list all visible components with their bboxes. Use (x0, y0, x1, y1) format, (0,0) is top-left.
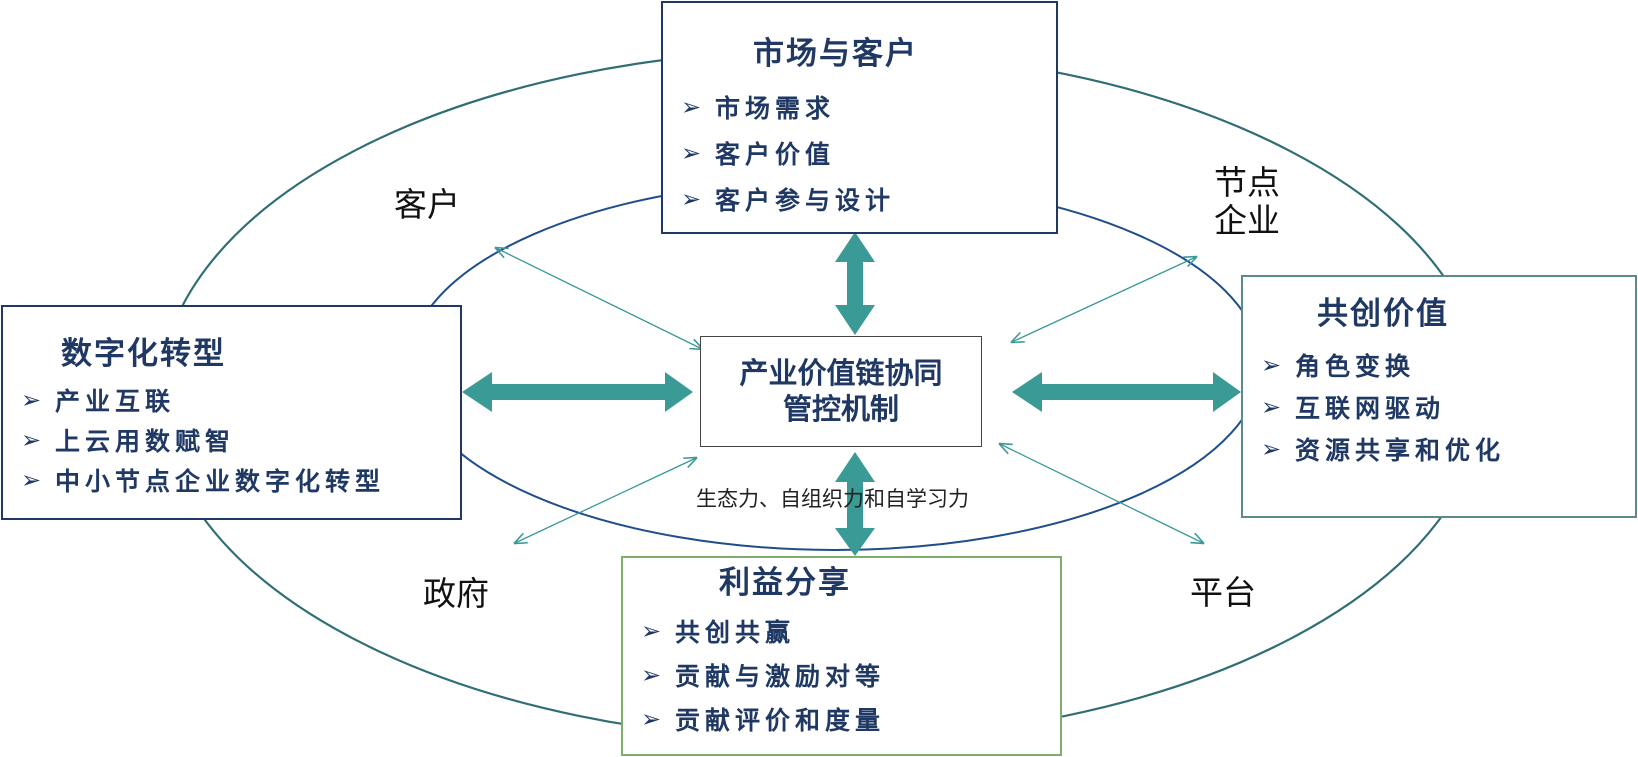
bullet-arrow-icon: ➢ (1261, 393, 1287, 421)
box-market-customer-list: ➢市场需求 ➢客户价值 ➢客户参与设计 (681, 84, 1056, 222)
thin-arrow-bottom-right (1000, 444, 1203, 543)
bullet-arrow-icon: ➢ (641, 705, 667, 733)
arrow-bottom-vertical (835, 452, 875, 556)
list-item: ➢贡献与激励对等 (641, 661, 886, 691)
label-customer: 客户 (394, 185, 460, 224)
arrow-left-horizontal (462, 372, 693, 412)
list-item: ➢中小节点企业数字化转型 (21, 466, 386, 496)
list-item: ➢资源共享和优化 (1261, 435, 1506, 465)
list-item: ➢客户价值 (681, 139, 836, 169)
label-node-enterprise-line-2: 企业 (1214, 200, 1280, 240)
center-title-line-1: 产业价值链协同 (739, 356, 943, 391)
thin-arrow-top-right (1012, 257, 1196, 342)
bullet-arrow-icon: ➢ (681, 139, 707, 167)
box-market-customer: 市场与客户 ➢市场需求 ➢客户价值 ➢客户参与设计 (661, 1, 1058, 234)
list-item: ➢上云用数赋智 (21, 426, 236, 456)
bullet-arrow-icon: ➢ (21, 386, 47, 414)
box-co-create-value-list: ➢角色变换 ➢互联网驱动 ➢资源共享和优化 (1261, 344, 1635, 470)
label-government: 政府 (423, 574, 489, 613)
list-item: ➢互联网驱动 (1261, 393, 1446, 423)
bullet-arrow-icon: ➢ (21, 466, 47, 494)
label-node-enterprise: 节点 企业 (1214, 164, 1280, 240)
bullet-arrow-icon: ➢ (641, 661, 667, 689)
list-item: ➢市场需求 (681, 93, 836, 123)
box-benefit-sharing-list: ➢共创共赢 ➢贡献与激励对等 ➢贡献评价和度量 (641, 609, 1060, 741)
box-co-create-value-title: 共创价值 (1317, 296, 1449, 332)
box-market-customer-title: 市场与客户 (753, 36, 918, 72)
bullet-arrow-icon: ➢ (1261, 435, 1287, 463)
center-mechanism-box: 产业价值链协同 管控机制 (700, 336, 982, 447)
list-item: ➢共创共赢 (641, 617, 796, 647)
thin-arrow-bottom-left (515, 458, 696, 543)
center-note: 生态力、自组织力和自学习力 (696, 487, 969, 511)
box-digital-transformation: 数字化转型 ➢产业互联 ➢上云用数赋智 ➢中小节点企业数字化转型 (1, 305, 462, 520)
box-co-create-value: 共创价值 ➢角色变换 ➢互联网驱动 ➢资源共享和优化 (1241, 275, 1637, 518)
bullet-arrow-icon: ➢ (21, 426, 47, 454)
list-item: ➢客户参与设计 (681, 185, 896, 215)
label-node-enterprise-line-1: 节点 (1214, 163, 1280, 202)
label-platform: 平台 (1190, 573, 1256, 612)
center-title-line-2: 管控机制 (782, 391, 899, 426)
arrow-right-horizontal (1012, 372, 1241, 412)
list-item: ➢贡献评价和度量 (641, 705, 886, 735)
bullet-arrow-icon: ➢ (641, 617, 667, 645)
arrow-top-vertical (835, 232, 875, 335)
box-benefit-sharing: 利益分享 ➢共创共赢 ➢贡献与激励对等 ➢贡献评价和度量 (621, 556, 1062, 756)
thin-arrow-top-left (496, 248, 702, 349)
box-digital-transformation-title: 数字化转型 (61, 336, 226, 372)
box-digital-transformation-list: ➢产业互联 ➢上云用数赋智 ➢中小节点企业数字化转型 (21, 380, 460, 500)
bullet-arrow-icon: ➢ (1261, 351, 1287, 379)
list-item: ➢产业互联 (21, 386, 176, 416)
bullet-arrow-icon: ➢ (681, 185, 707, 213)
list-item: ➢角色变换 (1261, 351, 1416, 381)
box-benefit-sharing-title: 利益分享 (719, 565, 851, 601)
bullet-arrow-icon: ➢ (681, 93, 707, 121)
